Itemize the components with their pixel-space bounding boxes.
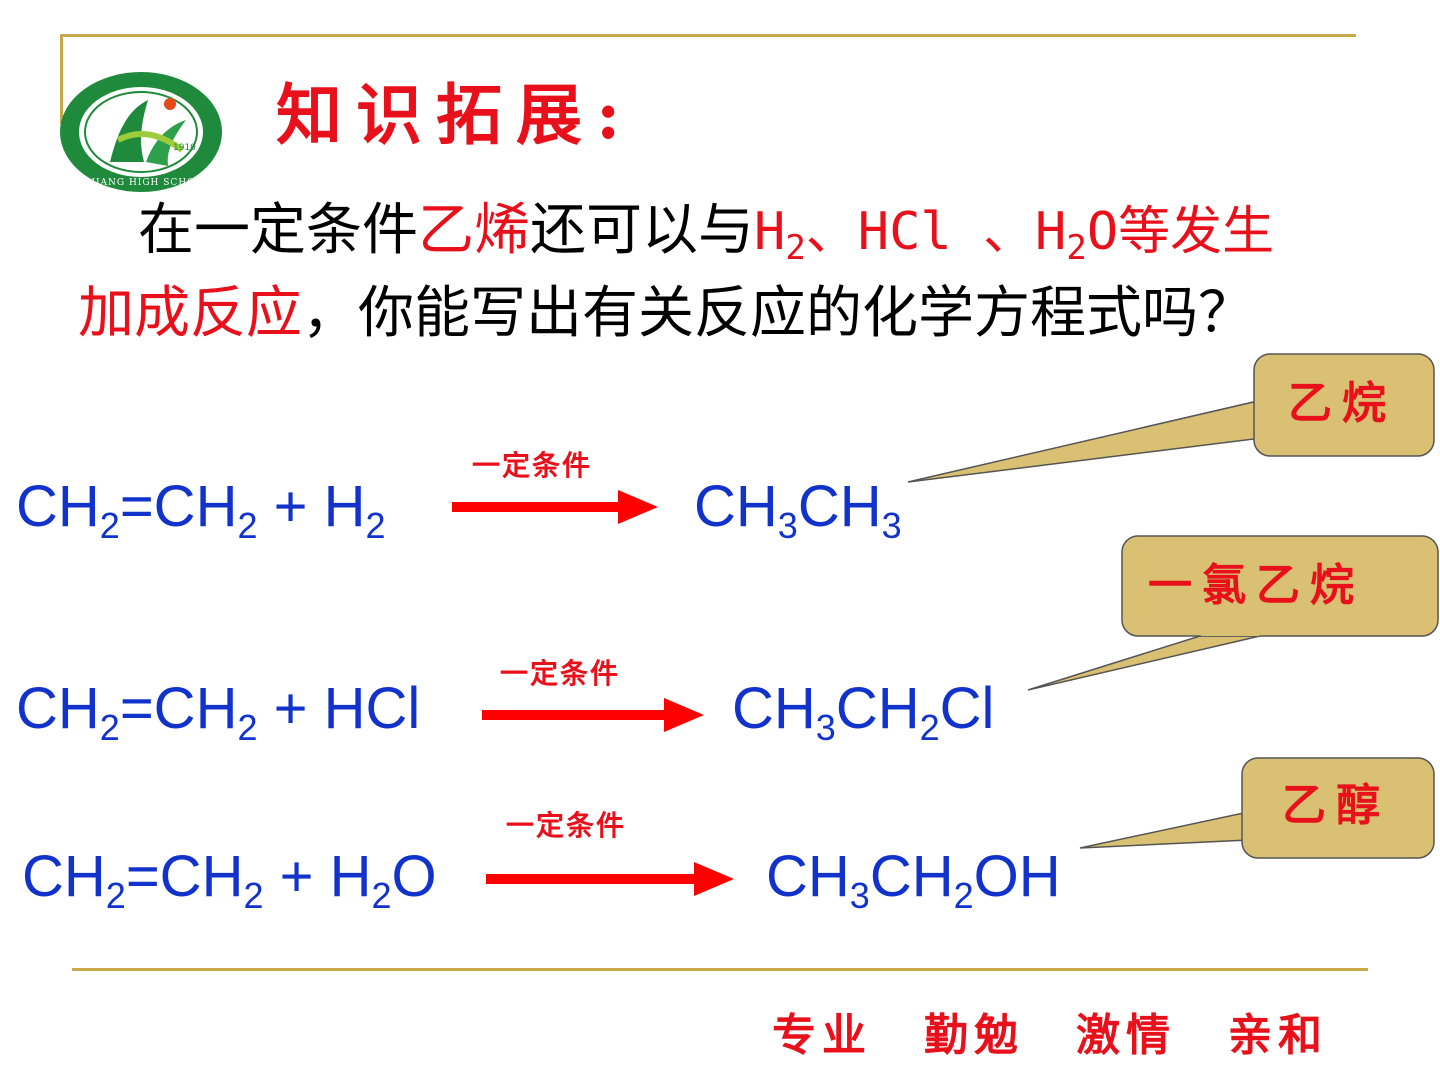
slogan-word: 专业: [772, 1010, 872, 1061]
logo-year: 1910: [173, 143, 196, 153]
equation-3-reactants: CH2=CH2 + H2O: [22, 844, 437, 916]
equation-3-arrow-icon: [486, 862, 734, 896]
equation-2-arrow-icon: [482, 698, 704, 732]
equation-1-reactants: CH2=CH2 + H2: [16, 474, 386, 546]
callout-chloroethane: [1027, 535, 1439, 691]
equation-1-arrow-icon: [452, 490, 658, 524]
question-text: 在一定条件乙烯还可以与H2、HCl 、H2O等发生 加成反应，你能写出有关反应的…: [78, 190, 1418, 355]
left-rule: [60, 34, 63, 124]
q-reagents: H2、HCl 、H2O等发生: [754, 202, 1275, 268]
slogan-word: 亲和: [1228, 1010, 1328, 1061]
equation-2-product: CH3CH2Cl: [732, 676, 995, 748]
school-slogan: 专业勤勉激情亲和: [772, 1014, 1328, 1058]
callout-ethanol-label: 乙醇: [1282, 780, 1390, 831]
logo-text: HE JIANG HIGH SCHOOL: [71, 178, 211, 188]
equation-1-product: CH3CH3: [694, 474, 902, 546]
callout-ethanol: [1079, 757, 1435, 859]
equation-3-product: CH3CH2OH: [766, 844, 1061, 916]
equation-3-condition: 一定条件: [506, 809, 627, 842]
equation-1-condition: 一定条件: [472, 449, 593, 482]
slogan-word: 激情: [1076, 1010, 1176, 1061]
bottom-rule: [72, 968, 1368, 971]
q-part: ，你能写出有关反应的化学方程式吗？: [302, 281, 1254, 346]
q-ethylene: 乙烯: [418, 198, 530, 263]
callout-chloroethane-label: 一氯乙烷: [1148, 560, 1364, 611]
school-logo: 1910 HE JIANG HIGH SCHOOL: [60, 72, 222, 192]
q-part: 还可以与: [530, 198, 754, 263]
q-addition-reaction: 加成反应: [78, 281, 302, 346]
q-part: 在一定条件: [138, 198, 418, 263]
top-rule: [60, 34, 1356, 37]
slogan-word: 勤勉: [924, 1010, 1024, 1061]
callout-ethane: [907, 353, 1435, 483]
equation-2-reactants: CH2=CH2 + HCl: [16, 676, 421, 748]
callout-ethane-label: 乙烷: [1288, 378, 1396, 429]
equation-2-condition: 一定条件: [500, 657, 621, 690]
slide-title: 知识拓展:: [276, 76, 635, 154]
